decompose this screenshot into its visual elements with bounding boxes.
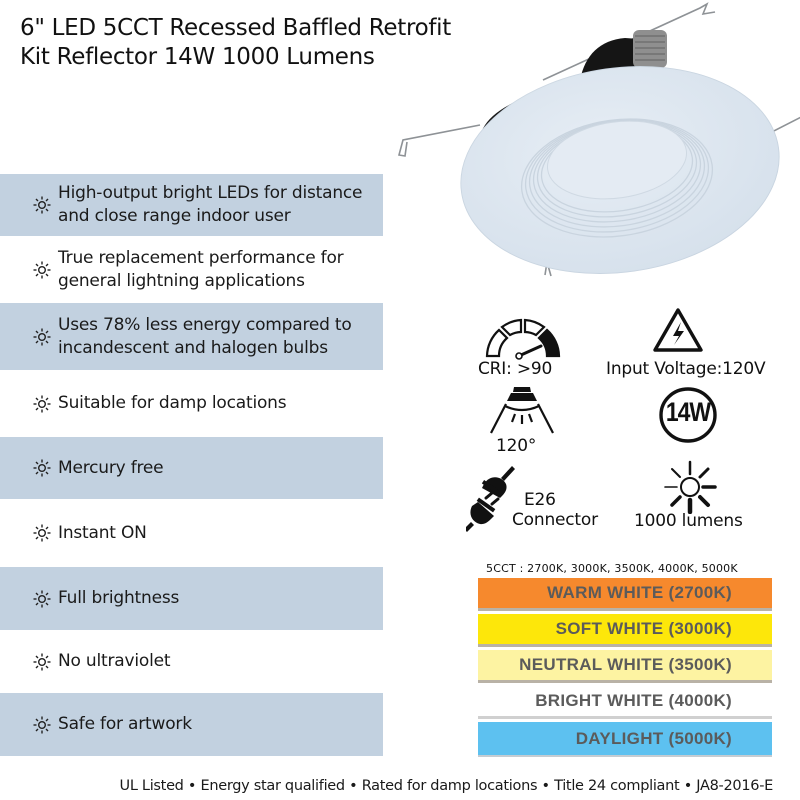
lumens-label: 1000 lumens [634,511,743,531]
feature-item: True replacement performance for general… [0,236,383,303]
feature-text-line: Instant ON [58,522,147,543]
cct-band-soft-white: SOFT WHITE (3000K) [478,614,772,647]
feature-item: High-output bright LEDs for distance and… [0,174,383,236]
sun-icon [33,459,51,477]
feature-item: Full brightness [0,567,383,630]
feature-text-line: High-output bright LEDs for distance [58,183,363,203]
light-burst-icon [664,460,717,514]
feature-text-line: True replacement performance for [58,247,344,268]
high-voltage-warning-icon [653,308,703,352]
sun-icon [33,261,51,278]
sun-icon [33,196,51,214]
certifications-footer: UL Listed • Energy star qualified • Rate… [119,778,774,794]
sun-icon [33,653,51,670]
wattage-badge-icon [659,387,717,443]
sun-icon [33,716,51,733]
sun-icon [33,590,51,607]
feature-text-line: Safe for artwork [58,714,192,734]
feature-item: Mercury free [0,437,383,499]
wattage-badge-text: 14W [665,396,711,427]
title-line-2: Kit Reflector 14W 1000 Lumens [20,44,375,70]
plug-connector-icon [466,466,515,532]
cct-band-neutral-white: NEUTRAL WHITE (3500K) [478,650,772,683]
page-title: 6" LED 5CCT Recessed Baffled Retrofit Ki… [20,14,490,72]
cri-gauge-icon [485,318,561,360]
connector-type-label: E26 [524,490,556,510]
cct-band-bright-white: BRIGHT WHITE (4000K) [478,686,772,719]
feature-item: Uses 78% less energy compared to incande… [0,303,383,370]
beam-angle-label: 120° [496,436,537,456]
sun-icon [33,328,51,345]
feature-item: Safe for artwork [0,693,383,756]
feature-text-line: incandescent and halogen bulbs [58,337,328,358]
beam-angle-icon [490,387,554,434]
sun-icon [33,524,51,542]
feature-item: No ultraviolet [0,630,383,693]
feature-text-line: and close range indoor user [58,206,291,226]
title-line-1: 6" LED 5CCT Recessed Baffled Retrofit [20,15,451,41]
connector-label: Connector [512,510,598,530]
cct-band-daylight: DAYLIGHT (5000K) [478,722,772,757]
feature-item: Instant ON [0,499,383,567]
feature-text-line: No ultraviolet [58,651,171,671]
input-voltage-label: Input Voltage:120V [606,359,766,379]
feature-text-line: Suitable for damp locations [58,393,287,413]
cct-band-warm-white: WARM WHITE (2700K) [478,578,772,611]
cct-header: 5CCT : 2700K, 3000K, 3500K, 4000K, 5000K [486,562,738,575]
feature-text-line: Uses 78% less energy compared to [58,314,352,335]
cri-label: CRI: >90 [478,359,553,379]
feature-text-line: Full brightness [58,588,180,608]
sun-icon [33,395,51,412]
recessed-led-retrofit-kit-image [395,0,800,290]
feature-text-line: general lightning applications [58,270,305,291]
feature-item: Suitable for damp locations [0,370,383,437]
feature-text-line: Mercury free [58,457,164,478]
